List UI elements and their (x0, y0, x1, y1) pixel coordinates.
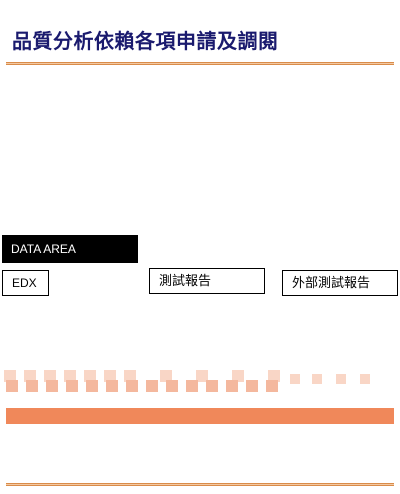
test-report-link-button[interactable]: 測試報告 (149, 268, 265, 294)
data-area-header: DATA AREA (2, 235, 138, 263)
edx-link-button[interactable]: EDX (2, 270, 49, 296)
decorative-orange-bar (6, 408, 394, 424)
external-test-report-link-button[interactable]: 外部測試報告 (282, 270, 398, 296)
decorative-squares-bottom-row (6, 380, 278, 392)
page-title: 品質分析依賴各項申請及調閱 (12, 29, 279, 53)
header-divider (6, 62, 394, 65)
footer-divider (6, 483, 394, 486)
decorative-squares-top-row (4, 370, 370, 384)
decorative-banner (4, 370, 394, 424)
